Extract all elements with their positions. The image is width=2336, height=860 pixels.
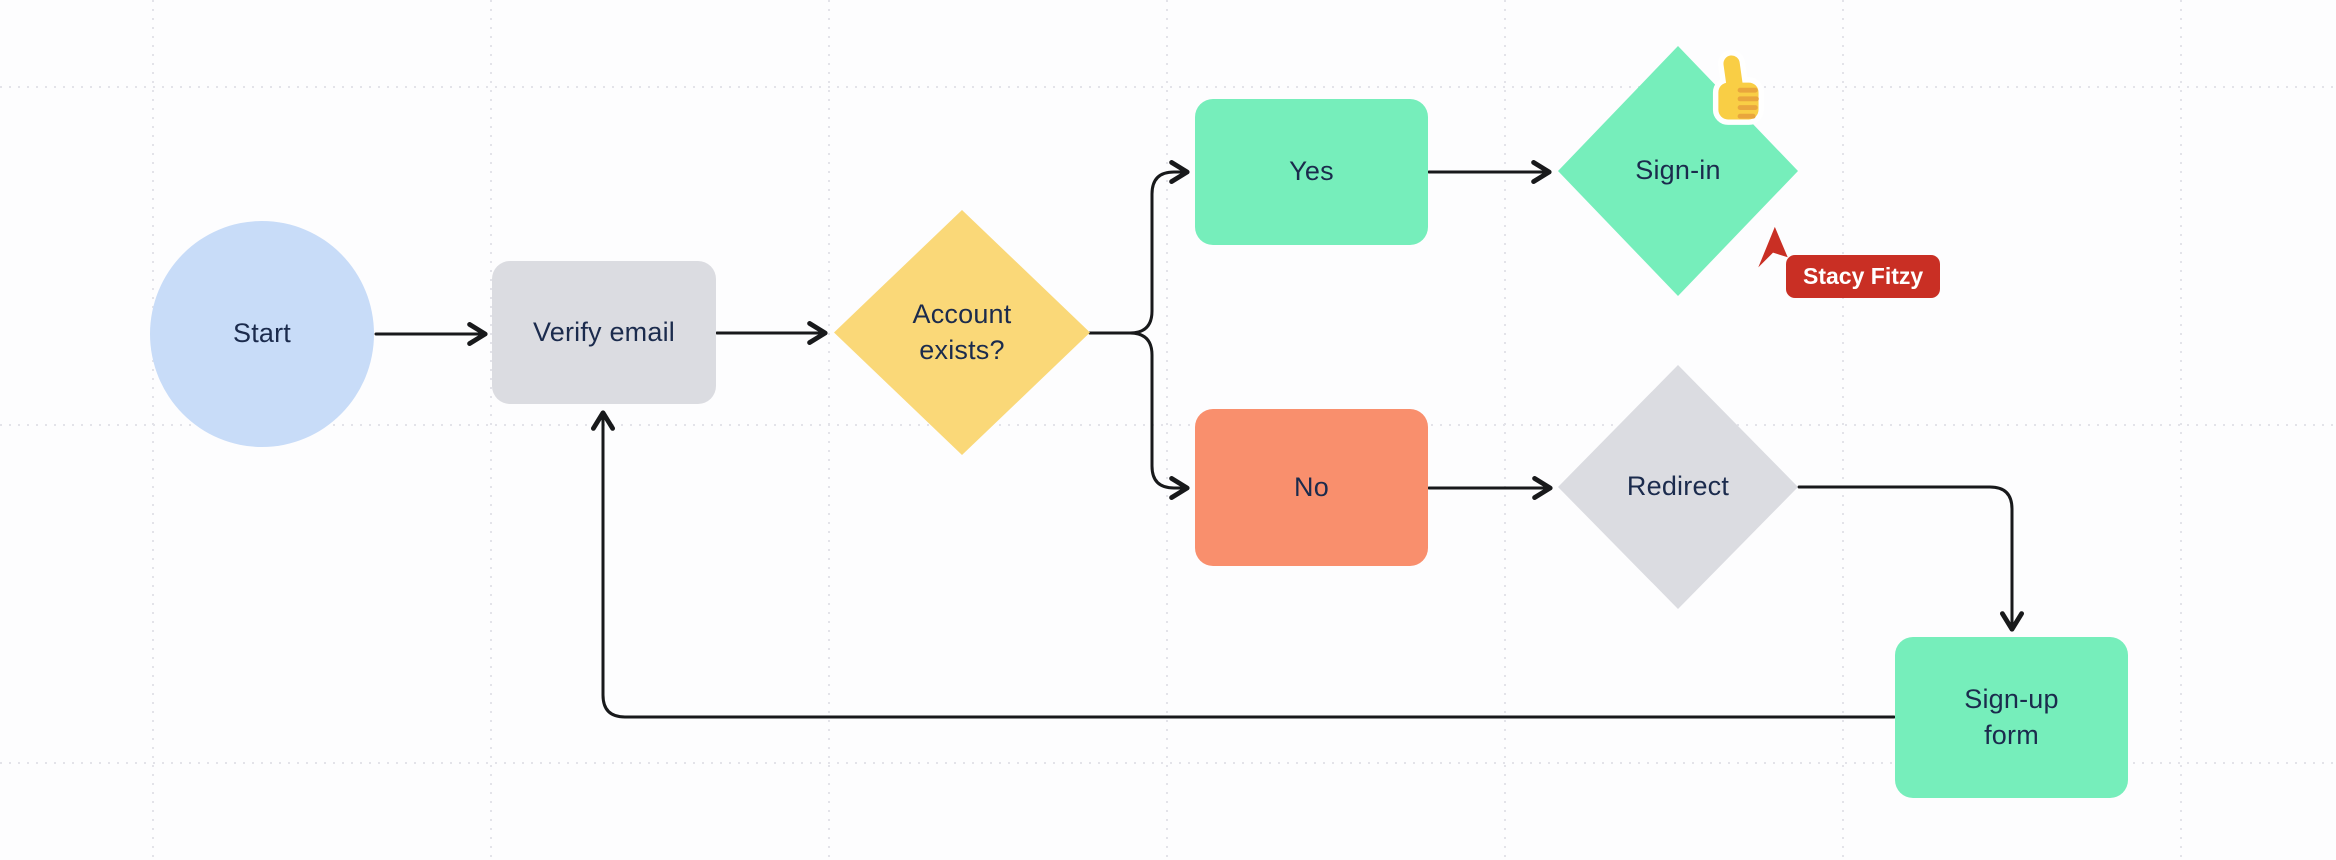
- edge-account-no[interactable]: [1088, 331, 1190, 500]
- collaborator-name-badge: Stacy Fitzy: [1786, 255, 1941, 298]
- collaborator-cursor: [1758, 226, 1788, 268]
- node-label: Redirect: [1626, 471, 1730, 502]
- edge-redirect-signup[interactable]: [1797, 485, 2024, 632]
- node-yes[interactable]: Yes: [1195, 99, 1428, 245]
- node-label: Sign-in: [1635, 155, 1721, 186]
- connectors: [374, 160, 2024, 719]
- node-label: Sign-up form: [1964, 684, 2059, 750]
- node-label: Yes: [1289, 156, 1334, 187]
- edge-account-yes[interactable]: [1088, 160, 1190, 335]
- node-label: No: [1294, 471, 1329, 502]
- node-no[interactable]: No: [1195, 409, 1428, 566]
- cursor-arrow-icon: [1758, 226, 1788, 268]
- node-sign-up-form[interactable]: Sign-up form: [1895, 637, 2128, 798]
- node-label: Verify email: [533, 316, 675, 347]
- node-start[interactable]: Start: [150, 221, 374, 447]
- edge-signup-verify[interactable]: [591, 410, 1896, 719]
- thumbs-up-icon: [1712, 50, 1764, 125]
- node-label: Start: [232, 318, 292, 349]
- node-verify-email[interactable]: Verify email: [492, 261, 716, 404]
- node-label: Account exists?: [912, 299, 1012, 365]
- thumbs-up-sticker[interactable]: [1706, 50, 1772, 126]
